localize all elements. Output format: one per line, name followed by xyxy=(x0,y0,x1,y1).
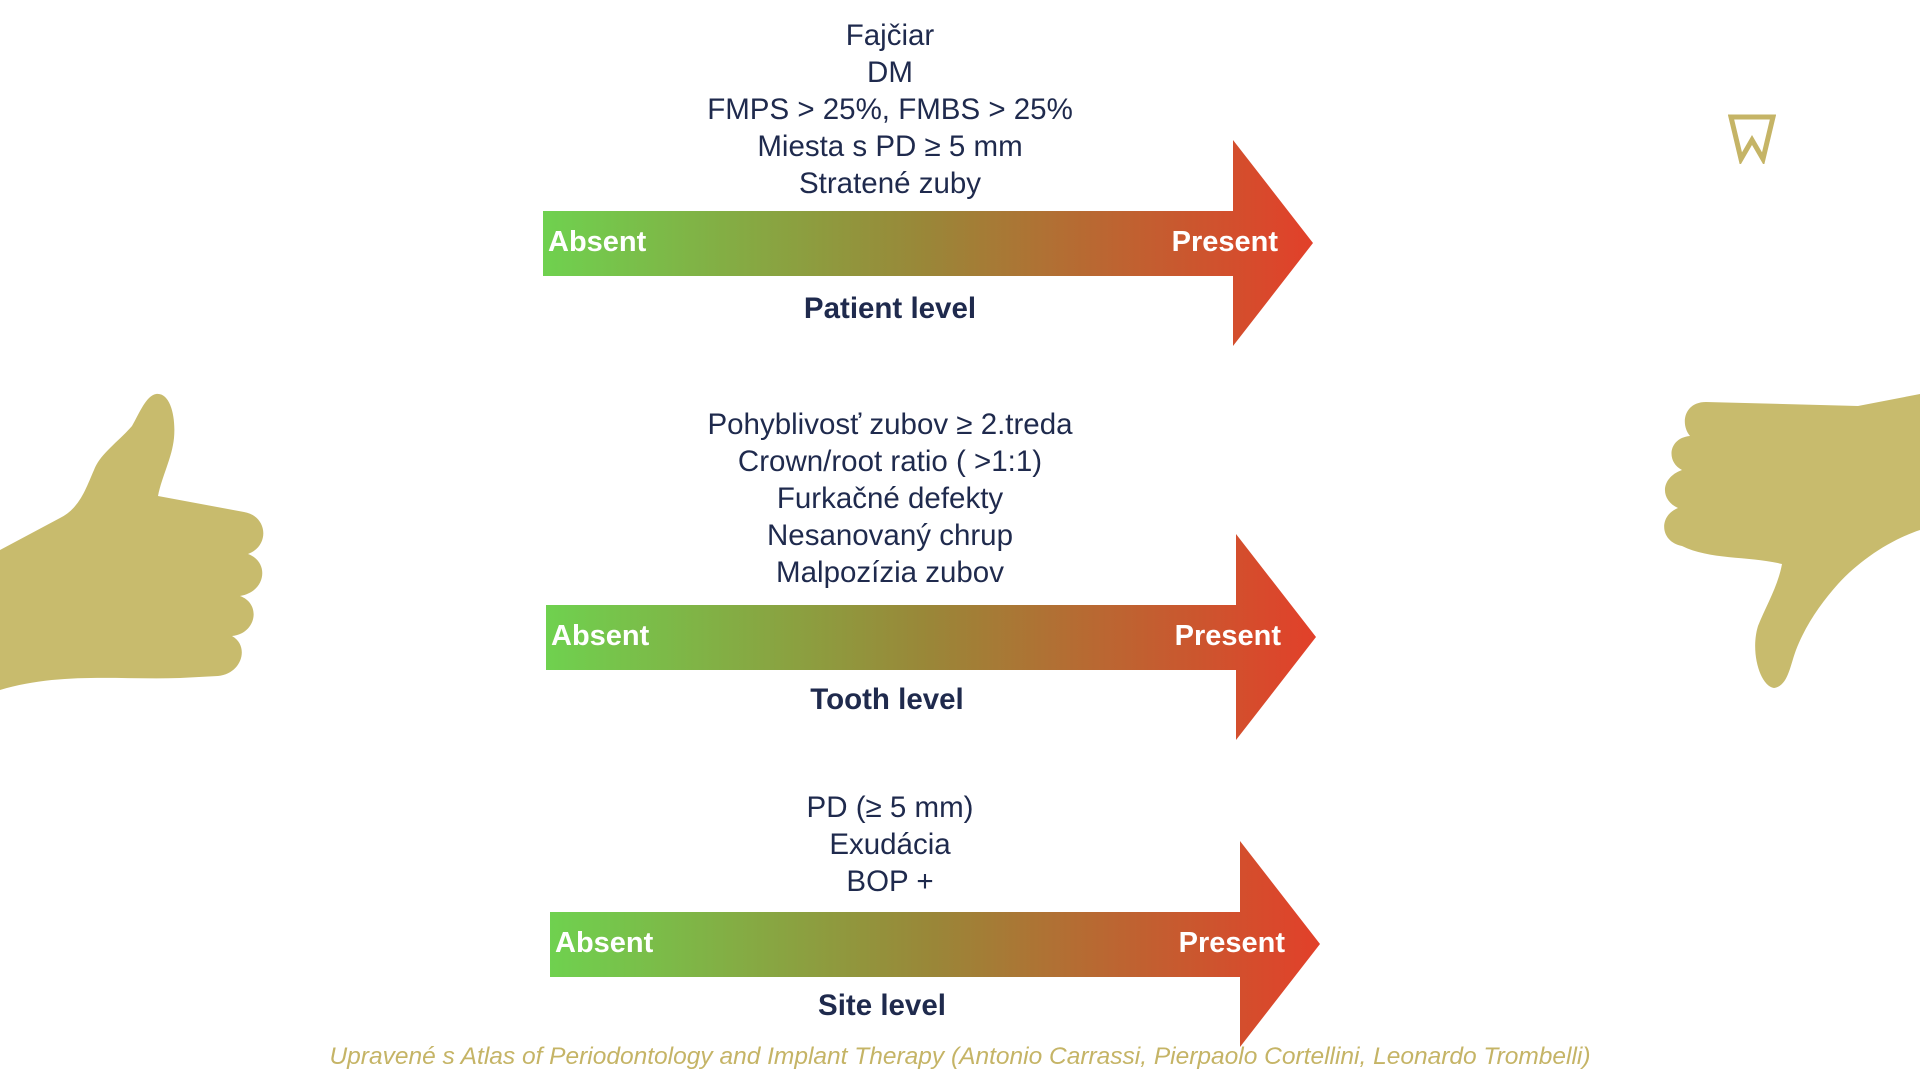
present-label: Present xyxy=(1171,226,1278,258)
site-level-title: Site level xyxy=(818,989,946,1022)
thumbs-down-icon xyxy=(1664,394,1920,688)
factor-dm: DM xyxy=(867,56,913,89)
gradient-arrow-shape xyxy=(546,534,1316,740)
factor-pd-sites: Miesta s PD ≥ 5 mm xyxy=(757,130,1023,163)
tooth-level-arrow: Absent Present xyxy=(546,534,1316,740)
source-caption: Upravené s Atlas of Periodontology and I… xyxy=(329,1043,1591,1070)
factor-lost-teeth: Stratené zuby xyxy=(798,167,982,200)
factor-tooth-mobility: Pohyblivosť zubov ≥ 2.treda xyxy=(707,408,1073,441)
factor-pd: PD (≥ 5 mm) xyxy=(806,791,974,824)
factor-bop: BOP + xyxy=(846,865,934,898)
tooth-factors: Pohyblivosť zubov ≥ 2.treda Crown/root r… xyxy=(590,406,1190,591)
absent-label: Absent xyxy=(551,620,650,652)
factor-untreated-dentition: Nesanovaný chrup xyxy=(767,519,1013,552)
factor-smoker: Fajčiar xyxy=(845,19,935,52)
gradient-arrow-shape xyxy=(550,841,1320,1047)
absent-label: Absent xyxy=(548,226,647,258)
site-factors: PD (≥ 5 mm) Exudácia BOP + xyxy=(590,789,1190,900)
present-label: Present xyxy=(1174,620,1281,652)
patient-level-title: Patient level xyxy=(803,292,977,325)
patient-factors: Fajčiar DM FMPS > 25%, FMBS > 25% Miesta… xyxy=(590,17,1190,202)
factor-fmps-fmbs: FMPS > 25%, FMBS > 25% xyxy=(707,93,1073,126)
tooth-level-title: Tooth level xyxy=(810,683,964,716)
gradient-arrow-shape xyxy=(543,140,1313,346)
site-level-arrow: Absent Present xyxy=(550,841,1320,1047)
present-label: Present xyxy=(1178,927,1285,959)
factor-tooth-malposition: Malpozízia zubov xyxy=(776,556,1004,589)
thumbs-up-icon xyxy=(0,393,264,690)
patient-level-arrow: Absent Present xyxy=(543,140,1313,346)
brand-logo-icon xyxy=(1728,114,1776,164)
factor-crown-root-ratio: Crown/root ratio ( >1:1) xyxy=(737,445,1043,478)
absent-label: Absent xyxy=(555,927,654,959)
factor-furcation-defects: Furkačné defekty xyxy=(776,482,1004,515)
factor-exudation: Exudácia xyxy=(829,828,951,861)
